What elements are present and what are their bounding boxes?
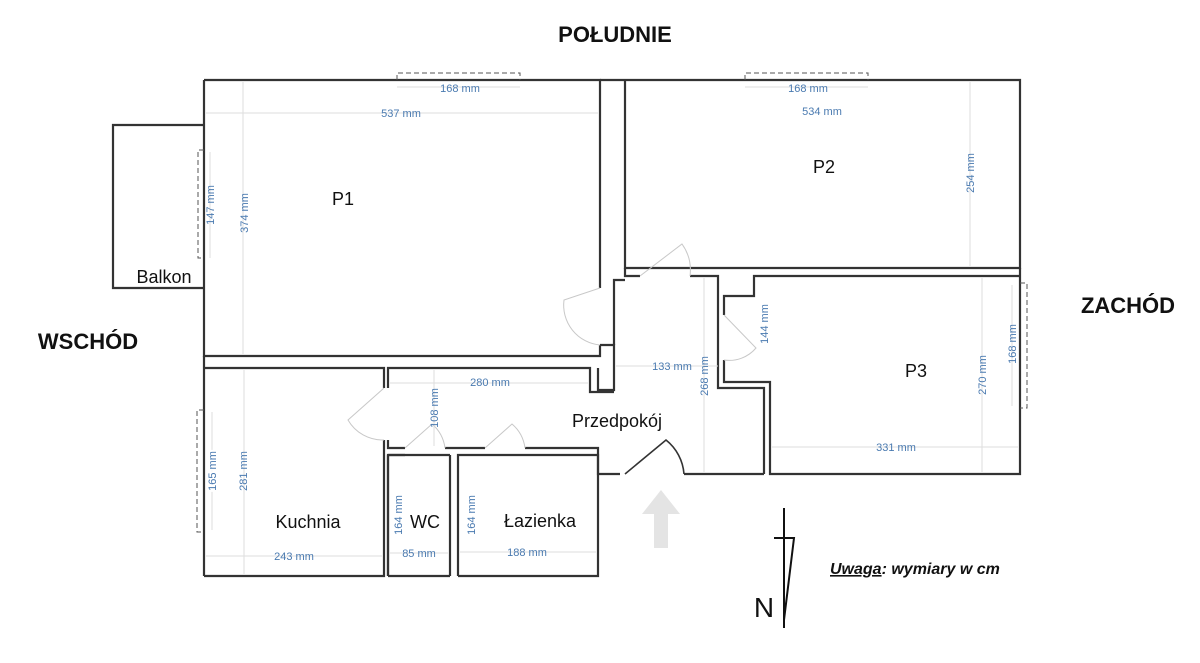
- label-south: POŁUDNIE: [558, 22, 672, 47]
- room-hall: Przedpokój: [572, 411, 662, 431]
- dim-hall-height: 268 mm: [699, 356, 711, 396]
- dim-kitchen-height: 281 mm: [238, 451, 250, 491]
- label-east: WSCHÓD: [38, 329, 138, 354]
- dim-p1-height: 374 mm: [239, 193, 251, 233]
- note-text: : wymiary w cm: [882, 561, 1000, 578]
- note-label: Uwaga: [830, 561, 882, 578]
- dim-kitchen-width: 243 mm: [274, 551, 314, 563]
- dim-p3-width: 331 mm: [876, 442, 916, 454]
- label-west: ZACHÓD: [1081, 293, 1175, 318]
- note: Uwaga: wymiary w cm: [830, 561, 1000, 578]
- room-p1: P1: [332, 189, 354, 209]
- dim-p3-window: 168 mm: [1007, 324, 1019, 364]
- dim-hall-width: 133 mm: [652, 361, 692, 373]
- dim-kitchen-window: 165 mm: [207, 451, 219, 491]
- walls: [111, 78, 1022, 578]
- room-bathroom: Łazienka: [504, 511, 577, 531]
- dim-p1-width: 537 mm: [381, 108, 421, 120]
- room-p2: P2: [813, 157, 835, 177]
- dim-bath-height: 164 mm: [466, 495, 478, 535]
- dim-p2-window: 168 mm: [788, 83, 828, 95]
- dim-wc-height: 164 mm: [393, 495, 405, 535]
- room-balcony: Balkon: [136, 267, 191, 287]
- dimension-lines: [206, 82, 1018, 574]
- dim-p2-height: 254 mm: [965, 153, 977, 193]
- dim-p2-width: 534 mm: [802, 106, 842, 118]
- dim-p3-door: 144 mm: [759, 304, 771, 344]
- windows: [196, 72, 1028, 533]
- room-kitchen: Kuchnia: [275, 512, 341, 532]
- entrance-arrow-icon: [642, 490, 680, 548]
- dim-bath-width: 188 mm: [507, 547, 547, 559]
- dim-corridor-width: 280 mm: [470, 377, 510, 389]
- doors: [347, 243, 757, 475]
- room-wc: WC: [410, 512, 440, 532]
- north-label: N: [754, 592, 774, 623]
- dim-p1-window: 168 mm: [440, 83, 480, 95]
- dim-balcony-window: 147 mm: [205, 185, 217, 225]
- dim-p3-height: 270 mm: [977, 355, 989, 395]
- dimension-labels: 168 mm 537 mm 374 mm 147 mm 168 mm 534 m…: [205, 83, 1019, 563]
- room-p3: P3: [905, 361, 927, 381]
- room-labels: P1 P2 P3 Balkon Kuchnia WC Łazienka Prze…: [136, 157, 927, 532]
- north-arrow-icon: N: [754, 508, 796, 628]
- dim-corridor-height: 108 mm: [429, 388, 441, 428]
- dim-wc-width: 85 mm: [402, 548, 436, 560]
